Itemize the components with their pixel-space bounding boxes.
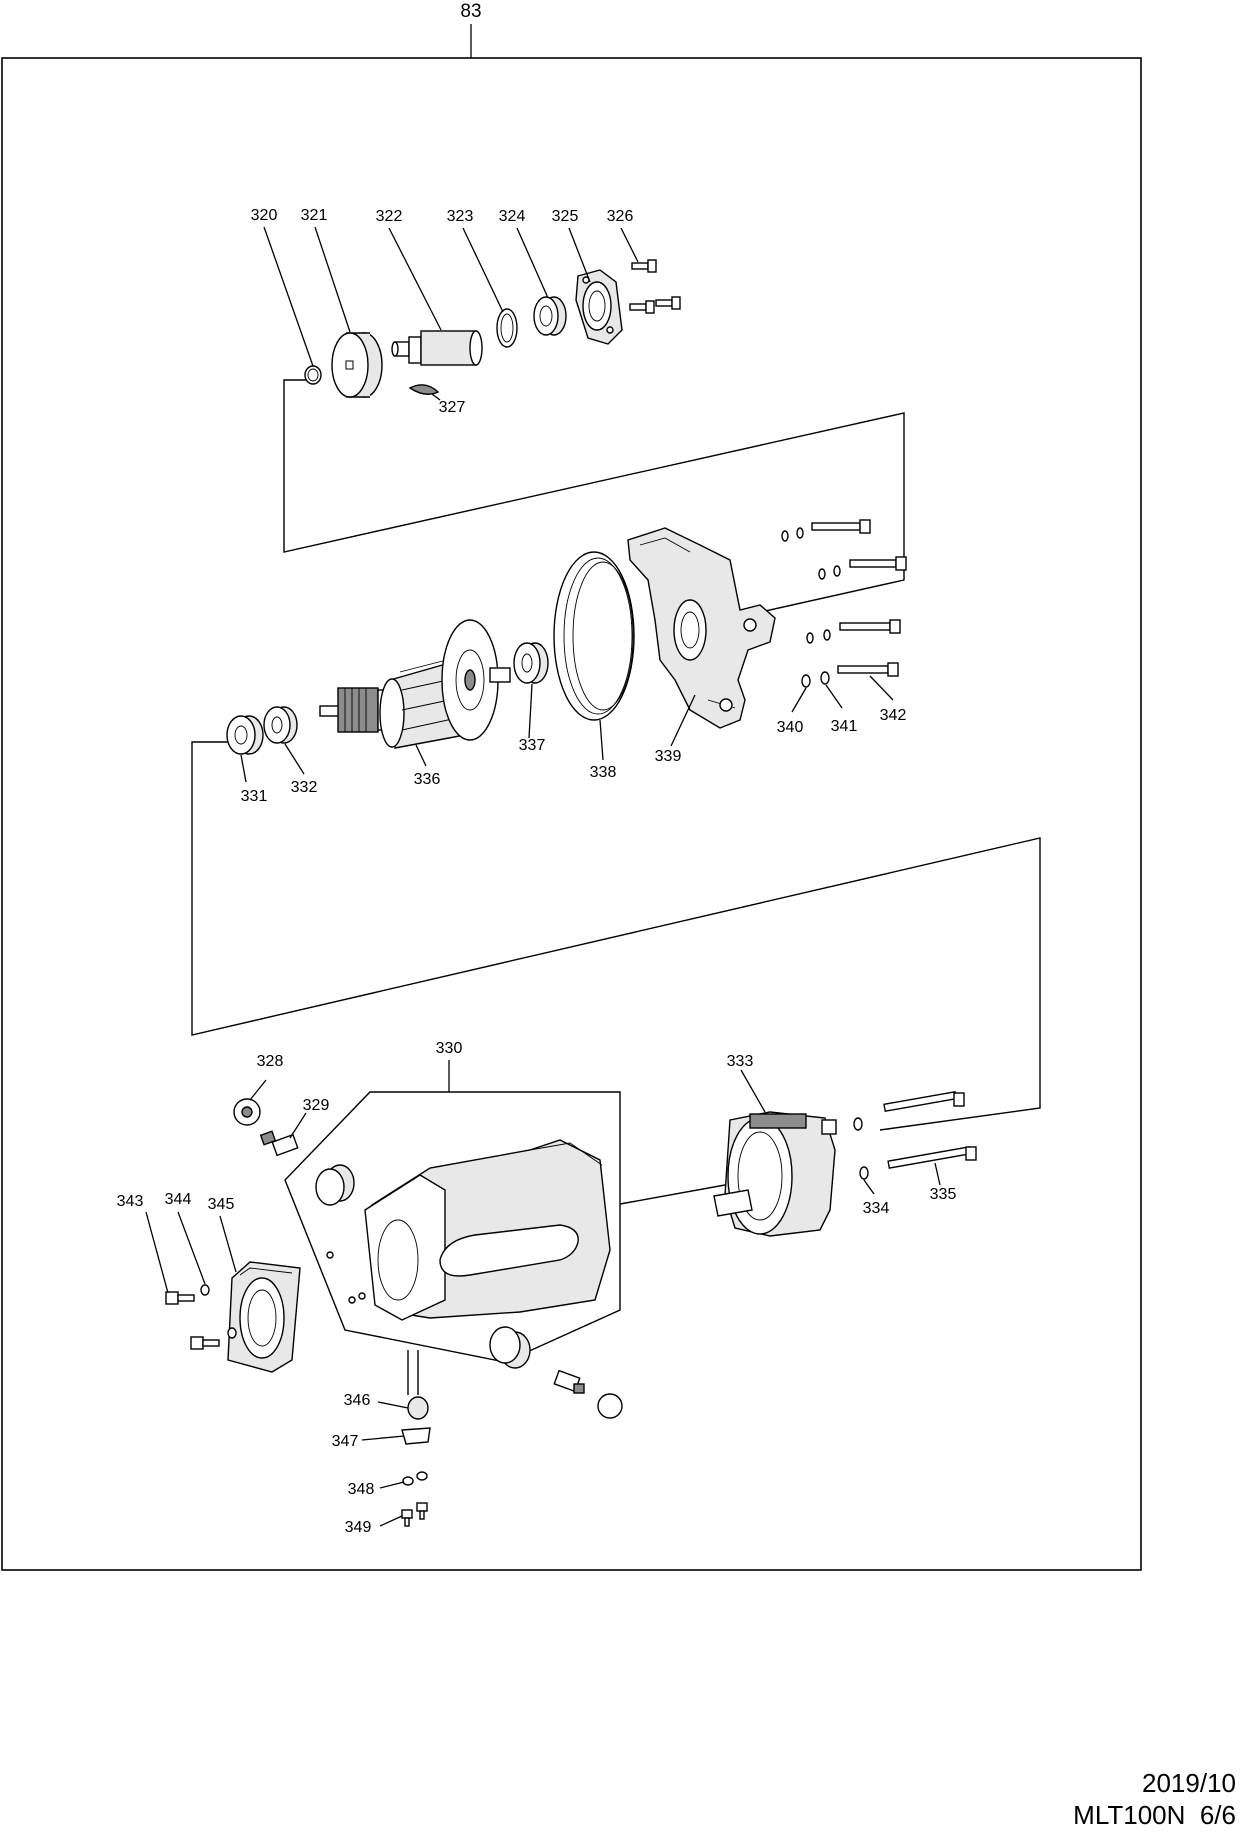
part-331-bearing bbox=[226, 715, 264, 755]
part-324-bearing bbox=[533, 296, 567, 336]
part-323-snap-ring bbox=[496, 308, 518, 348]
part-336-armature bbox=[319, 619, 511, 749]
callout-342: 342 bbox=[880, 707, 907, 724]
callout-346: 346 bbox=[344, 1392, 371, 1409]
brush-holder-lower bbox=[489, 1326, 531, 1369]
brush-holder-upper bbox=[315, 1164, 355, 1206]
callout-324: 324 bbox=[499, 208, 526, 225]
callout-341: 341 bbox=[831, 718, 858, 735]
part-330-motor-housing bbox=[326, 1139, 611, 1321]
guide-line-top bbox=[283, 379, 905, 623]
callout-334: 334 bbox=[863, 1200, 890, 1217]
part-333-field-coil bbox=[713, 1111, 837, 1237]
callout-330: 330 bbox=[436, 1040, 463, 1057]
part-340-342-screws-washers bbox=[781, 519, 907, 688]
part-346-349-cord-guard-parts bbox=[401, 1350, 431, 1527]
callout-343: 343 bbox=[117, 1193, 144, 1210]
guide-line-middle bbox=[191, 741, 1041, 1131]
callout-340: 340 bbox=[777, 719, 804, 736]
callout-347: 347 bbox=[332, 1433, 359, 1450]
part-334-335-screws-washers bbox=[853, 1090, 977, 1180]
footer: 2019/10 MLT100N 6/6 bbox=[1073, 1767, 1236, 1831]
part-345-end-cover-plate bbox=[227, 1261, 301, 1373]
part-338-baffle-ring bbox=[553, 551, 635, 721]
callout-322: 322 bbox=[376, 208, 403, 225]
callout-345: 345 bbox=[208, 1196, 235, 1213]
callout-349: 349 bbox=[345, 1519, 372, 1536]
assembly-number-label: 83 bbox=[460, 1, 481, 22]
callout-337: 337 bbox=[519, 737, 546, 754]
diagram-frame bbox=[1, 57, 1142, 1571]
callout-338: 338 bbox=[590, 764, 617, 781]
revision-date: 2019/10 bbox=[1142, 1768, 1236, 1798]
callout-327: 327 bbox=[439, 399, 466, 416]
callout-321: 321 bbox=[301, 207, 328, 224]
callout-326: 326 bbox=[607, 208, 634, 225]
part-339-gear-housing-cover bbox=[627, 527, 776, 729]
callout-325: 325 bbox=[552, 208, 579, 225]
callout-331: 331 bbox=[241, 788, 268, 805]
carbon-brush-lower bbox=[553, 1369, 623, 1419]
part-327-key bbox=[408, 384, 440, 395]
callout-329: 329 bbox=[303, 1097, 330, 1114]
part-332-washer bbox=[263, 706, 298, 744]
part-320-retaining-ring bbox=[304, 365, 322, 385]
callout-332: 332 bbox=[291, 779, 318, 796]
callout-328: 328 bbox=[257, 1053, 284, 1070]
callout-333: 333 bbox=[727, 1053, 754, 1070]
callout-335: 335 bbox=[930, 1186, 957, 1203]
part-325-bearing-retainer bbox=[575, 269, 623, 345]
part-343-344-screws-washers bbox=[165, 1284, 237, 1350]
part-337-bearing bbox=[513, 642, 549, 684]
callout-320: 320 bbox=[251, 207, 278, 224]
part-329-carbon-brush bbox=[259, 1130, 299, 1157]
part-321-flange bbox=[331, 332, 383, 398]
model-page-number: MLT100N 6/6 bbox=[1073, 1800, 1236, 1830]
callout-348: 348 bbox=[348, 1481, 375, 1498]
part-328-brush-holder-cap bbox=[233, 1098, 261, 1126]
callout-336: 336 bbox=[414, 771, 441, 788]
callout-339: 339 bbox=[655, 748, 682, 765]
callout-344: 344 bbox=[165, 1191, 192, 1208]
part-322-spindle bbox=[391, 330, 483, 366]
callout-323: 323 bbox=[447, 208, 474, 225]
part-326-screws bbox=[629, 259, 681, 314]
